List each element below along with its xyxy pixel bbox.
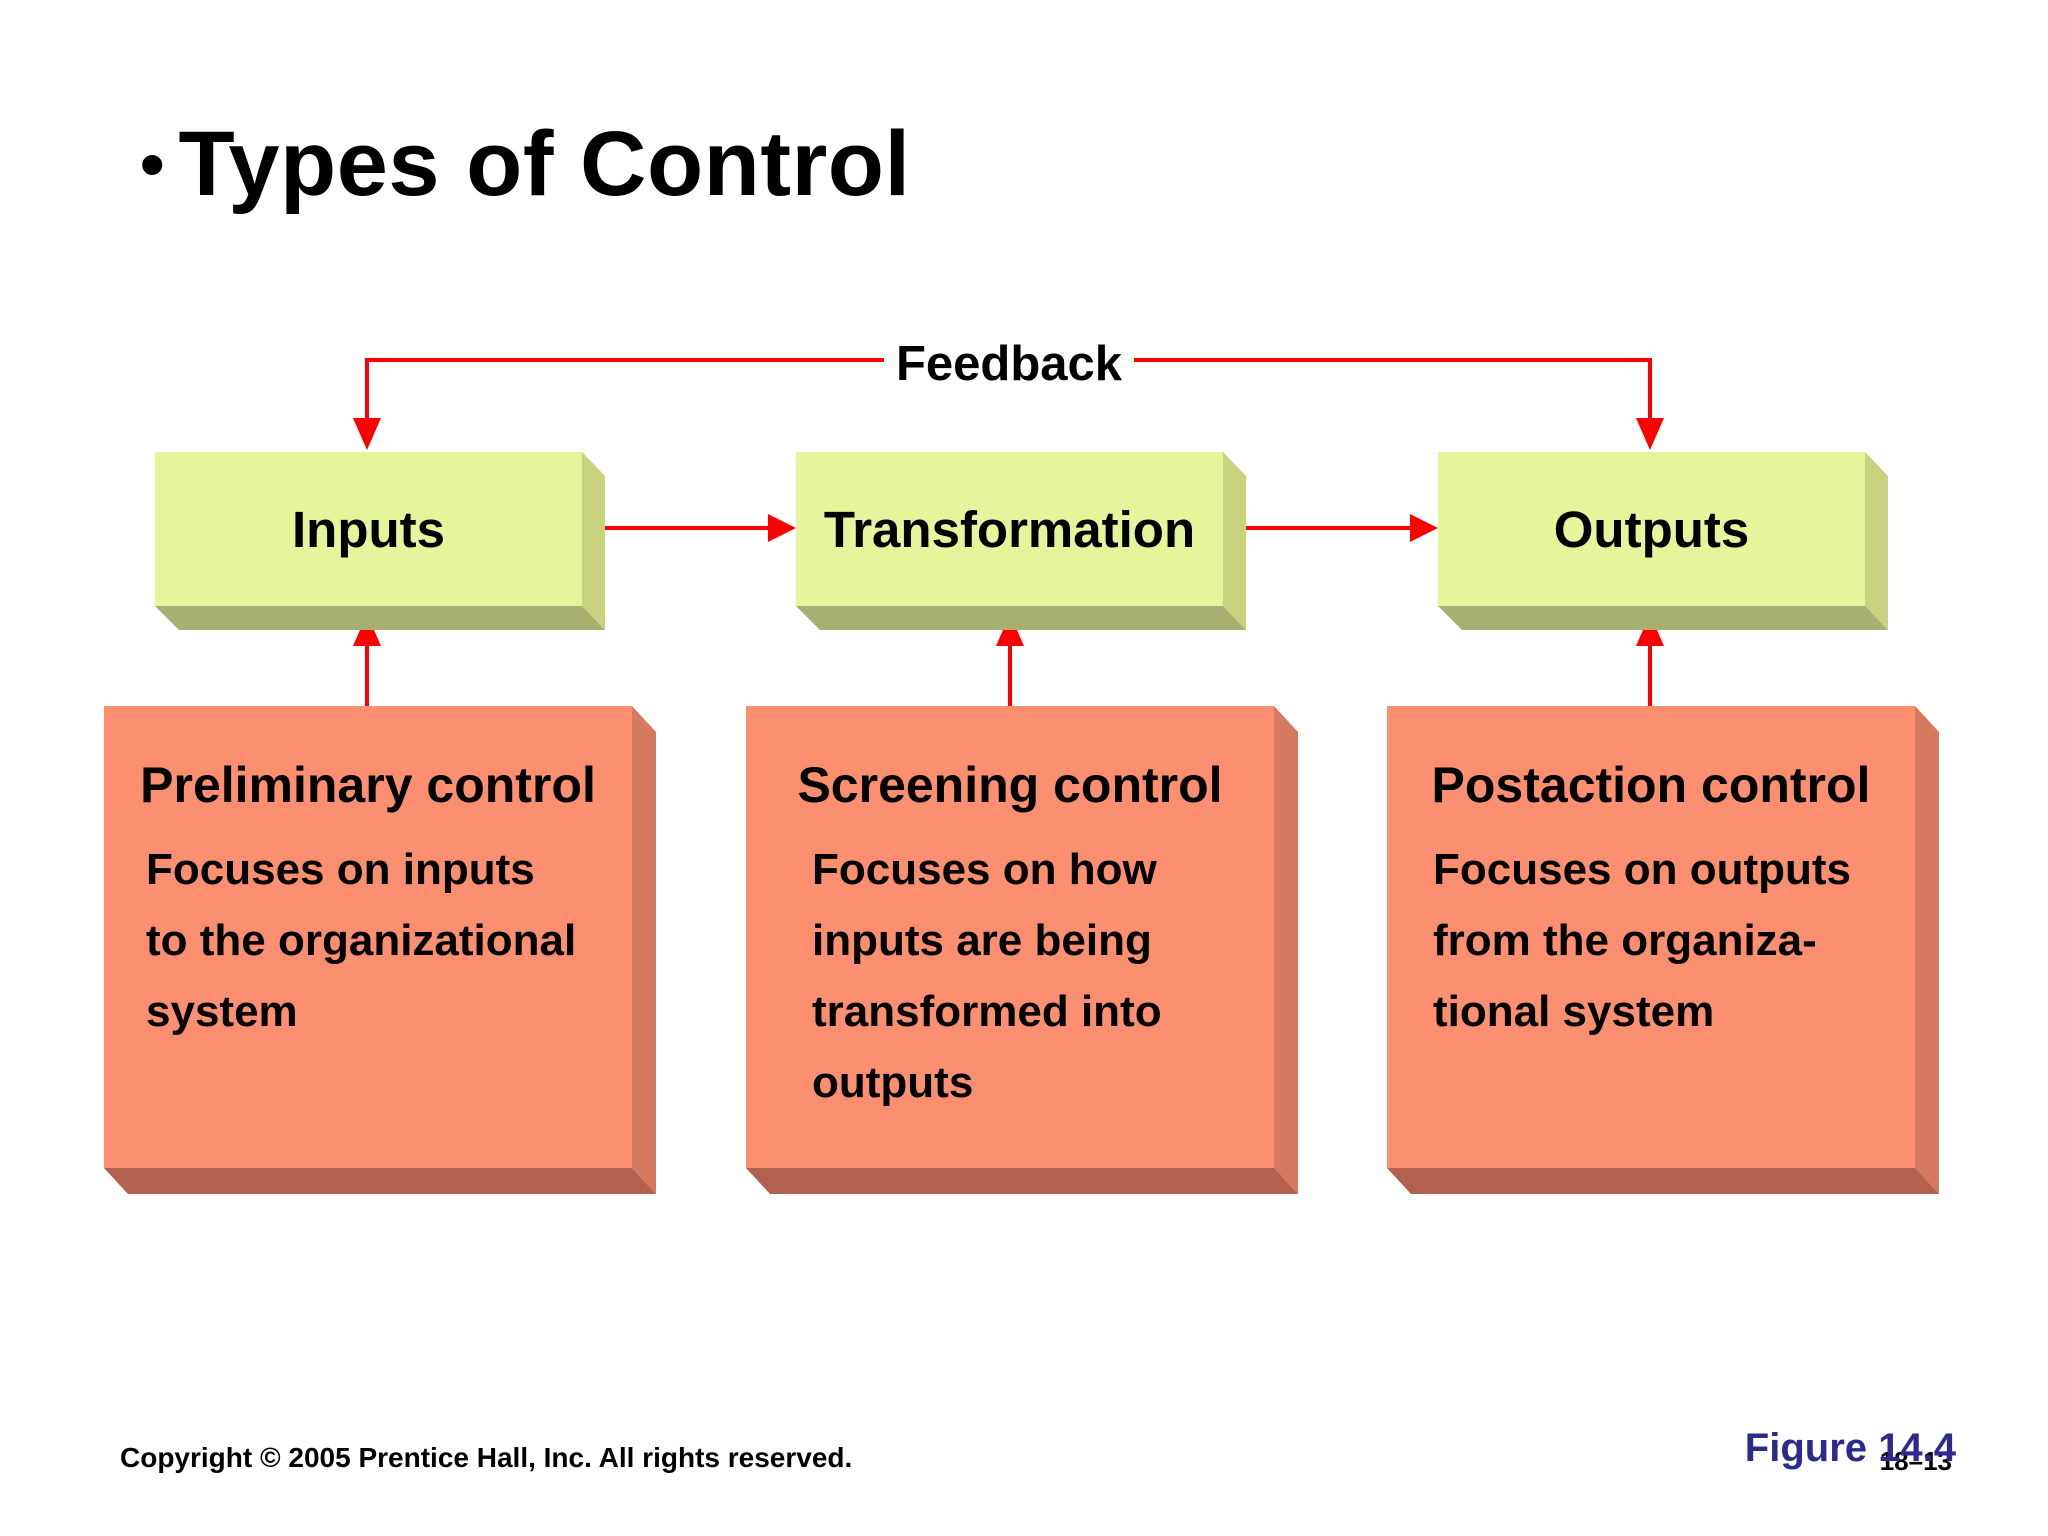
stage-box-transformation-bevel	[796, 452, 1246, 630]
arrowhead-inputs-to-transformation	[768, 514, 796, 542]
control-box-screening-bevel	[746, 706, 1298, 1194]
control-content-screening: Screening control Focuses on how inputs …	[746, 706, 1274, 1168]
feedback-line-right	[1133, 358, 1652, 420]
stage-label-inputs: Inputs	[292, 500, 445, 558]
control-title-preliminary: Preliminary control	[140, 757, 596, 813]
control-desc-line: inputs are being	[812, 916, 1152, 965]
control-box-preliminary: Preliminary control Focuses on inputs to…	[104, 706, 656, 1194]
control-desc-preliminary: Focuses on inputs to the organizational …	[146, 834, 576, 1047]
stage-box-inputs-bevel	[155, 452, 605, 630]
control-desc-line: from the organiza-	[1433, 916, 1817, 965]
feedback-arrow-to-outputs	[1636, 418, 1664, 450]
control-box-screening: Screening control Focuses on how inputs …	[746, 706, 1298, 1194]
control-desc-line: transformed into	[812, 987, 1162, 1036]
title-bullet: •	[140, 125, 165, 203]
control-title-screening: Screening control	[797, 757, 1223, 813]
control-desc-line: outputs	[812, 1058, 974, 1107]
control-box-postaction: Postaction control Focuses on outputs fr…	[1387, 706, 1939, 1194]
control-desc-line: Focuses on how	[812, 845, 1157, 894]
copyright-notice: Copyright © 2005 Prentice Hall, Inc. All…	[120, 1442, 853, 1473]
stage-label-transformation: Transformation	[823, 500, 1196, 558]
slide-number: 18–13	[1879, 1446, 1952, 1476]
control-desc-line: Focuses on outputs	[1433, 845, 1851, 894]
figure-label: Figure 14.4	[1744, 1426, 1956, 1470]
stage-label-outputs: Outputs	[1553, 500, 1750, 558]
control-desc-line: tional system	[1433, 987, 1715, 1036]
feedback-line-left	[365, 358, 885, 420]
control-content-preliminary: Preliminary control Focuses on inputs to…	[104, 706, 632, 1168]
stage-box-outputs: Outputs	[1438, 452, 1888, 630]
stage-box-inputs: Inputs	[155, 452, 605, 630]
title-row: • Types of Control	[140, 118, 911, 210]
control-desc-line: Focuses on inputs	[146, 845, 535, 894]
control-box-preliminary-bevel	[104, 706, 656, 1194]
control-desc-line: to the organizational	[146, 916, 577, 965]
control-title-postaction: Postaction control	[1431, 757, 1871, 813]
stage-box-transformation: Transformation	[796, 452, 1246, 630]
feedback-label: Feedback	[884, 334, 1134, 394]
control-desc-postaction: Focuses on outputs from the organiza- ti…	[1433, 834, 1851, 1047]
arrowhead-transformation-to-outputs	[1410, 514, 1438, 542]
control-desc-screening: Focuses on how inputs are being transfor…	[812, 834, 1162, 1118]
feedback-arrow-to-inputs	[353, 418, 381, 450]
control-desc-line: system	[146, 987, 298, 1036]
control-box-postaction-bevel	[1387, 706, 1939, 1194]
stage-box-outputs-bevel	[1438, 452, 1888, 630]
control-content-postaction: Postaction control Focuses on outputs fr…	[1387, 706, 1915, 1168]
slide-title: Types of Control	[178, 113, 911, 215]
